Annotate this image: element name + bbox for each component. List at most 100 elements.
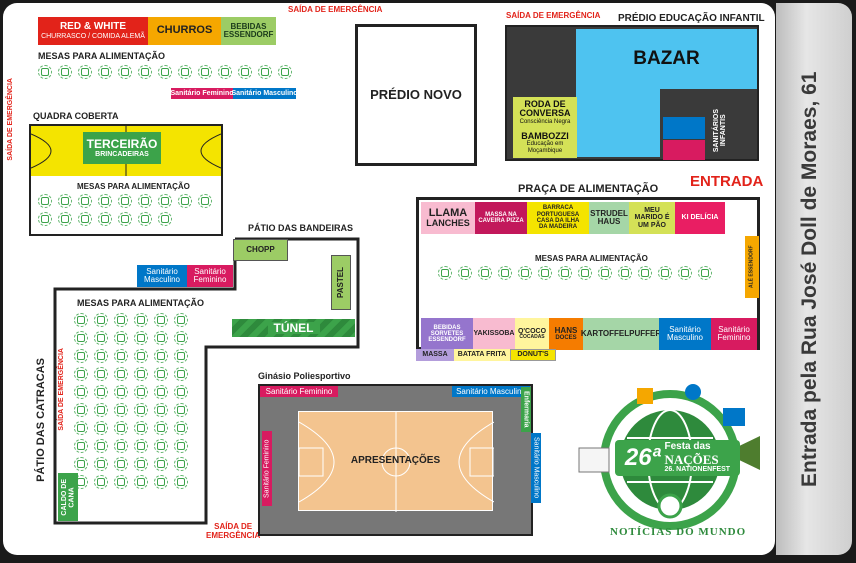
dining-table [74,313,88,327]
praca-area: LLAMA LANCHES MASSA NA CAVEIRA PIZZA BAR… [416,197,760,350]
dining-table [114,367,128,381]
emergency-exit-bottom-line1: SAÍDA DE [214,522,253,531]
dining-table [74,367,88,381]
meu-line1: MEU [644,206,660,214]
roda-line2: CONVERSA [519,108,571,119]
quadra-title: QUADRA COBERTA [33,111,119,121]
emergency-exit-top-right: SAÍDA DE EMERGÊNCIA [506,11,601,20]
dining-table [174,421,188,435]
dining-table [174,313,188,327]
stall-bebidas-top-line1: BEBIDAS [230,21,267,31]
dining-table [94,403,108,417]
bazar: BAZAR [576,29,757,89]
restroom-infant-female [663,140,705,160]
dining-table [134,349,148,363]
dining-table [74,349,88,363]
stall-ki-delicia: KI DELÍCIA [675,202,725,234]
stall-red-white-title: RED & WHITE [59,21,127,33]
address-sidebar: Entrada pela Rua José Doll de Moraes, 61 [776,3,852,555]
catracas-dining-tables [71,311,203,491]
dining-table [138,194,152,208]
praca-dining-tables [435,264,735,282]
ginasio-title: Ginásio Poliesportivo [258,371,351,381]
dining-table [114,385,128,399]
barraca-line2: PORTUGUESA [536,211,580,218]
dining-table [174,385,188,399]
dining-table [238,65,252,79]
dining-table [118,65,132,79]
caldo-line2: CANA [68,486,75,508]
stall-batata-frita: BATATA FRITA [454,349,510,361]
bebidas-sorvetes-line2: SORVETES [430,330,464,337]
dining-table [78,194,92,208]
bebidas-sorvetes-line3: ESSENDORF [428,337,466,344]
stall-strudel-haus: STRUDEL HAUS [589,202,629,234]
massa-caveira-line1: MASSA NA [485,211,517,218]
dining-table [558,266,572,280]
dining-table [58,65,72,79]
catracas-title: PÁTIO DAS CATRACAS [35,358,47,482]
restroom-female-bandeiras: Sanitário Feminino [187,265,233,287]
stall-donuts: DONUT'S [510,349,556,361]
dining-table [174,349,188,363]
dining-table [158,194,172,208]
dining-table [134,439,148,453]
dining-table [58,212,72,226]
stall-yakissoba: YAKISSOBA [473,318,515,350]
restroom-male-ginasio-top: Sanitário Masculino [452,386,530,397]
dining-table [134,367,148,381]
logo-number: 26ª [624,444,661,472]
emergency-exit-top-left: SAÍDA DE EMERGÊNCIA [288,5,383,14]
logo-banner: 26ª Festa das NAÇÕES 26. NATIONENFEST [615,440,740,476]
qcoco-line2: COCADAS [519,334,545,341]
dining-table [174,457,188,471]
dining-table [518,266,532,280]
dining-table [698,266,712,280]
dining-table [154,439,168,453]
stall-meu-marido: MEU MARIDO É UM PÃO [629,202,675,234]
dining-table [98,212,112,226]
dining-table [598,266,612,280]
dining-table [114,331,128,345]
stall-hans-doces: HANS DOCES [549,318,583,350]
barraca-line3: CASA DA ILHA [536,218,580,224]
map-board: SAÍDA DE EMERGÊNCIA SAÍDA DE EMERGÊNCIA … [3,3,775,555]
ginasio-building: Sanitário Feminino Sanitário Masculino A… [258,384,533,536]
infantil-building: BAZAR RODA DE CONVERSA Consciência Negra… [505,25,759,161]
dining-table [94,367,108,381]
dining-table [138,212,152,226]
massa-caveira-line2: CAVEIRA PIZZA [478,218,524,224]
quadra-court: TERCEIRÃO BRINCADEIRAS [31,126,221,176]
dining-table [174,475,188,489]
dining-table [134,313,148,327]
restroom-female-praca-line2: Feminino [717,333,751,342]
stall-qcoco: Q'COCO COCADAS [515,318,549,350]
roda-subtitle: Consciência Negra [519,118,571,125]
dining-table [38,212,52,226]
dining-table [114,439,128,453]
restroom-male-praca-line1: Sanitário [669,324,701,334]
dining-table [174,403,188,417]
stall-massa-caveira: MASSA NA CAVEIRA PIZZA [475,202,527,234]
dining-table [94,439,108,453]
restroom-male-ginasio-side: Sanitário Masculino [531,433,541,503]
stall-bebidas-sorvetes: BEBIDAS SORVETES ESSENDORF [421,318,473,350]
catracas-dining-label: MESAS PARA ALIMENTAÇÃO [77,298,204,308]
dining-table [94,475,108,489]
dining-table [158,212,172,226]
restroom-female-top: Sanitário Feminino [170,88,234,99]
stall-llama: LLAMA LANCHES [421,202,475,234]
restroom-female-ginasio-side: Sanitário Feminino [262,431,272,506]
dining-table [94,313,108,327]
tunel: TÚNEL [232,319,355,337]
restroom-female-praca: Sanitário Feminino [711,318,757,350]
stall-kartoffelpuffer: KARTOFFELPUFFER [581,318,661,350]
dining-table [174,331,188,345]
dining-table [154,331,168,345]
stall-caldo-de-cana: CALDO DE CANA [58,473,78,521]
restroom-male-bandeiras-line2: Masculino [143,275,180,284]
roda-de-conversa: RODA DE CONVERSA Consciência Negra [513,97,577,128]
stall-barraca-portuguesa: BARRACA PORTUGUESA CASA DA ILHA DA MADEI… [527,202,589,234]
dining-table [218,65,232,79]
dining-table [154,367,168,381]
